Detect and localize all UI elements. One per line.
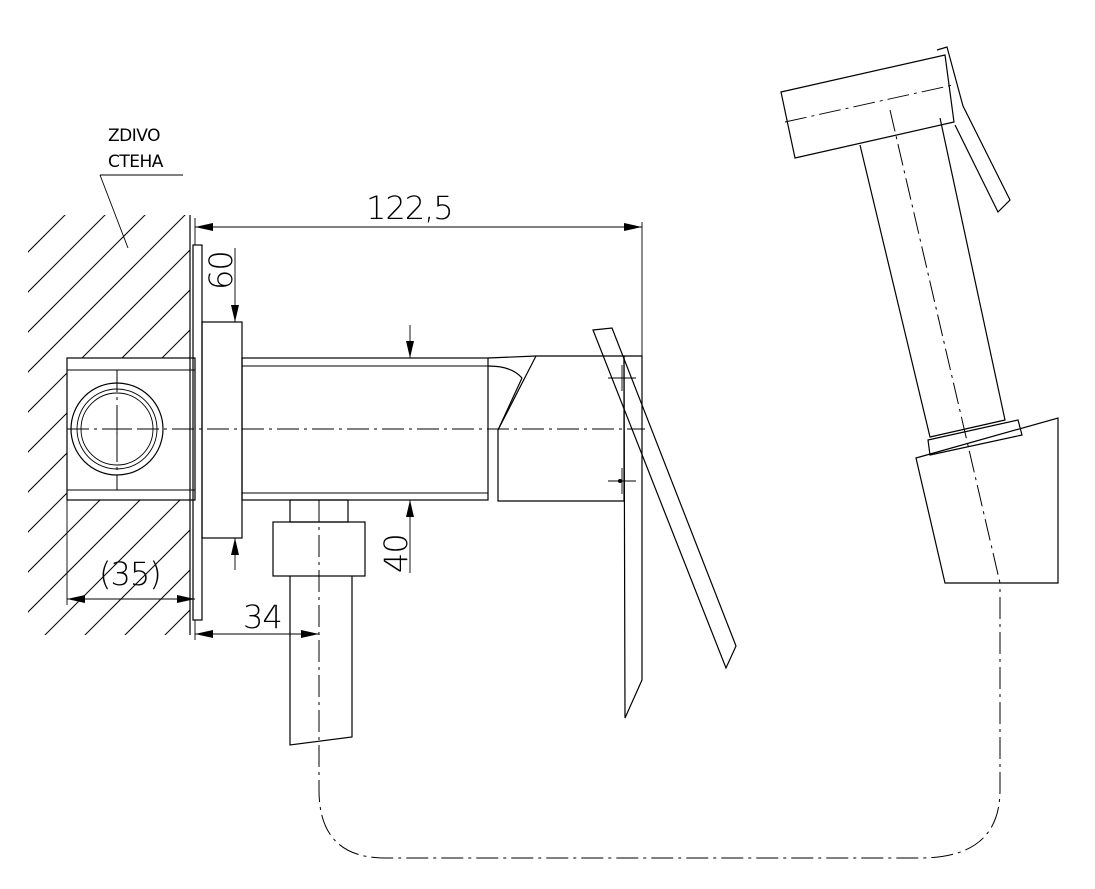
leader-line <box>99 174 129 249</box>
dimension-flange-height: 60 <box>202 248 240 570</box>
dimension-wall-depth: (35) <box>66 500 195 605</box>
hose-path <box>318 500 1001 859</box>
dim-outlet-offset-text: 34 <box>243 598 282 636</box>
dimension-outlet-offset: 34 <box>194 598 319 640</box>
dimension-body-height: 40 <box>377 325 415 573</box>
wall-hatching <box>28 215 190 635</box>
lever-handle <box>592 327 737 719</box>
dim-total-length-text: 122,5 <box>366 189 453 227</box>
dim-flange-height-text: 60 <box>202 251 240 290</box>
material-label-line2: СТЕНА <box>108 152 164 172</box>
dim-body-height-text: 40 <box>377 534 415 573</box>
dim-wall-depth-text: (35) <box>99 555 161 593</box>
material-label-line1: ZDIVO <box>108 126 160 146</box>
material-label: ZDIVO СТЕНА <box>99 126 183 249</box>
hand-shower <box>780 46 1059 584</box>
dimension-total-length: 122,5 <box>194 189 643 356</box>
